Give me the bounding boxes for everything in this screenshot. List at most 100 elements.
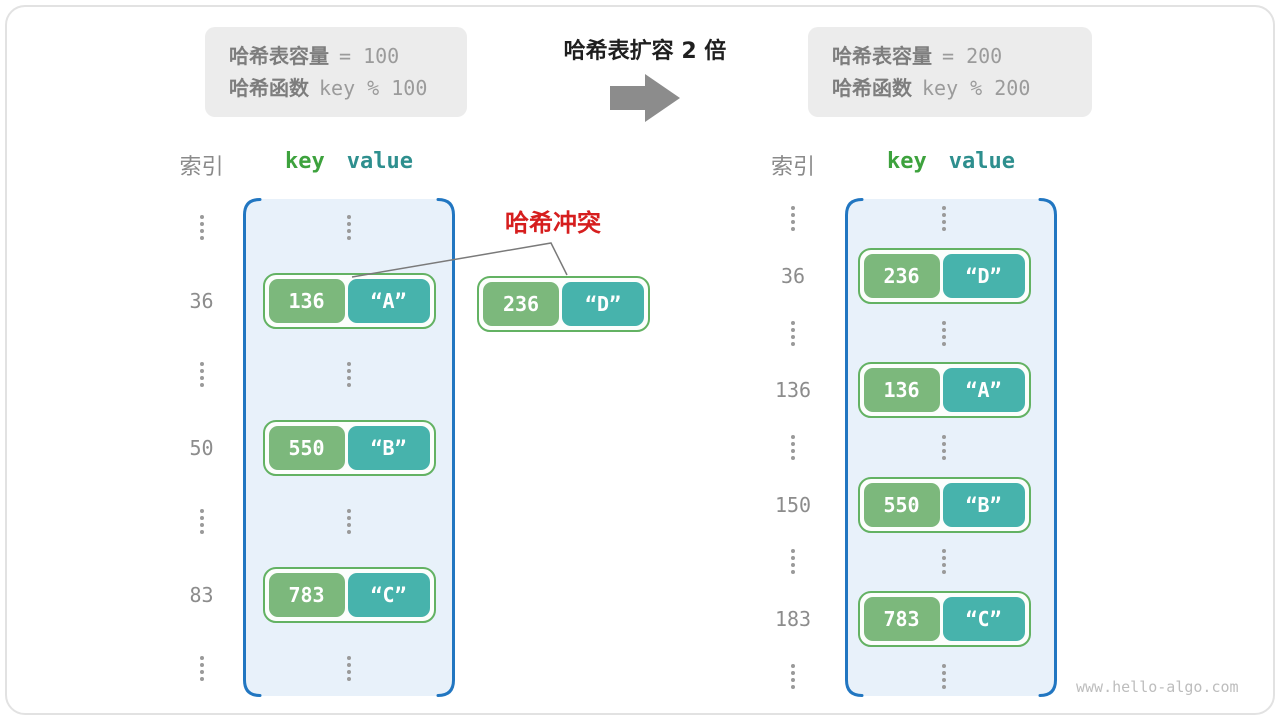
- dot: [347, 669, 351, 674]
- dot: [942, 663, 946, 668]
- dot: [347, 655, 351, 660]
- index-cell: [748, 549, 838, 575]
- pair-cell: [838, 663, 1050, 689]
- ellipsis-dots: [199, 361, 204, 387]
- expand-title: 哈希表扩容 2 倍: [563, 39, 727, 64]
- pair-cell: [838, 434, 1050, 460]
- index-cell: [748, 434, 838, 460]
- dot: [942, 327, 946, 332]
- dot: [199, 361, 204, 366]
- watermark: www.hello-algo.com: [1076, 678, 1239, 696]
- index-header-after: 索引: [770, 155, 815, 180]
- key-cell: 236: [863, 253, 940, 298]
- pair-cell: [243, 655, 455, 681]
- index-cell: [160, 214, 243, 240]
- value-header: value: [346, 149, 413, 174]
- dot: [791, 220, 795, 225]
- pair-cell: [838, 206, 1050, 232]
- dot: [942, 206, 946, 211]
- dot: [942, 434, 946, 439]
- dot: [942, 570, 946, 575]
- key-value-pair: 550“B”: [262, 419, 436, 476]
- dot: [199, 522, 204, 527]
- dot: [791, 556, 795, 561]
- dot: [942, 334, 946, 339]
- dot: [199, 382, 204, 387]
- index-cell: [748, 320, 838, 346]
- capacity-label: 哈希表容量: [832, 44, 932, 68]
- dot: [199, 235, 204, 240]
- capacity-line: 哈希表容量 = 200: [832, 40, 1092, 72]
- dot: [199, 669, 204, 674]
- pair-cell: 550“B”: [838, 476, 1050, 533]
- index-cell: [160, 361, 243, 387]
- dot: [347, 676, 351, 681]
- dot: [942, 320, 946, 325]
- index-cell: 83: [189, 582, 214, 607]
- hash-function-label: 哈希函数: [229, 76, 309, 100]
- dot: [199, 662, 204, 667]
- dot: [347, 529, 351, 534]
- dot: [347, 221, 351, 226]
- pair-cell: 783“C”: [243, 566, 455, 623]
- table-row: [160, 214, 455, 240]
- dot: [942, 455, 946, 460]
- ellipsis-dots: [199, 214, 204, 240]
- dot: [347, 375, 351, 380]
- key-header: key: [285, 149, 325, 174]
- dot: [347, 368, 351, 373]
- hash-function-label: 哈希函数: [832, 76, 912, 100]
- dot: [791, 206, 795, 211]
- hash-function-value: key % 200: [922, 76, 1031, 100]
- ellipsis-dots: [199, 508, 204, 534]
- dot: [791, 320, 795, 325]
- dot: [942, 441, 946, 446]
- key-value-pair: 783“C”: [857, 590, 1031, 647]
- ellipsis-dots: [942, 206, 946, 232]
- capacity-value: = 200: [942, 44, 1003, 68]
- pair-cell: [243, 214, 455, 240]
- key-cell: 136: [268, 278, 345, 323]
- ellipsis-dots: [791, 206, 795, 232]
- pair-cell: [243, 508, 455, 534]
- dot: [199, 214, 204, 219]
- pair-cell: [243, 361, 455, 387]
- table-row: [748, 434, 1057, 460]
- index-cell: 136: [774, 378, 812, 403]
- dot: [791, 455, 795, 460]
- index-cell: 36: [189, 288, 214, 313]
- key-cell: 550: [268, 425, 345, 470]
- index-cell: 50: [189, 435, 214, 460]
- index-cell: 36: [780, 263, 806, 288]
- dot: [199, 368, 204, 373]
- dot: [942, 677, 946, 682]
- dot: [347, 214, 351, 219]
- table-row: [160, 508, 455, 534]
- table-row: [160, 655, 455, 681]
- dot: [942, 563, 946, 568]
- pair-cell: [838, 549, 1050, 575]
- dot: [942, 556, 946, 561]
- dot: [942, 341, 946, 346]
- value-cell: “B”: [347, 425, 430, 470]
- ellipsis-dots: [942, 663, 946, 689]
- dot: [347, 515, 351, 520]
- dot: [199, 508, 204, 513]
- capacity-value: = 100: [339, 44, 400, 68]
- dot: [199, 655, 204, 660]
- ellipsis-dots: [791, 663, 795, 689]
- key-value-pair: 136“A”: [857, 362, 1031, 419]
- right-arrow-icon: [610, 74, 680, 122]
- pair-cell: 783“C”: [838, 590, 1050, 647]
- value-cell: “A”: [942, 368, 1025, 413]
- dot: [347, 228, 351, 233]
- dot: [791, 684, 795, 689]
